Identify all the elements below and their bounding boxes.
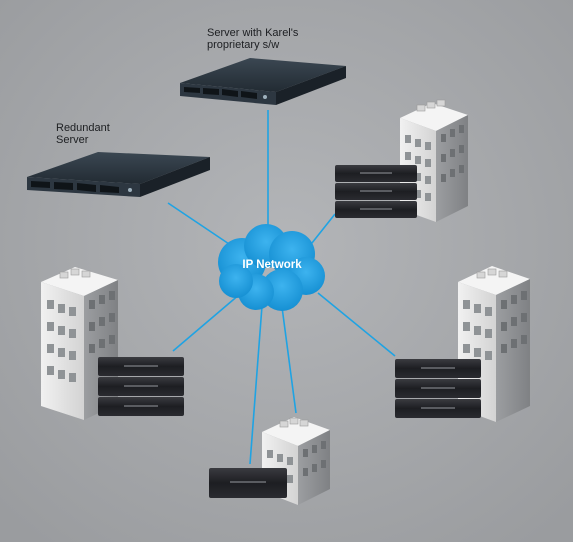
storage-stack-left: [98, 357, 184, 416]
main-server-label-line2: proprietary s/w: [207, 39, 280, 51]
link-site-bottom-left: [249, 305, 263, 465]
link-site-bottom-right: [281, 306, 297, 414]
ip-network-cloud: [218, 224, 325, 311]
redundant-server-label-line1: Redundant: [56, 122, 110, 134]
main-server-bays: [184, 87, 257, 99]
storage-stack-right: [395, 359, 481, 418]
main-server-top: [180, 58, 346, 92]
link-redundant-server: [167, 202, 239, 251]
redundant-server-label-line2: Server: [56, 134, 89, 146]
redundant-server-top: [27, 152, 210, 184]
link-site-top-right: [307, 213, 336, 249]
main-server-power-led: [263, 95, 267, 99]
ip-network-label: IP Network: [242, 259, 302, 271]
link-site-left: [172, 293, 241, 352]
site-top-right: [335, 99, 468, 222]
rooftop-units: [416, 99, 446, 112]
network-links: [167, 110, 396, 465]
storage-unit-bottom: [209, 468, 287, 498]
building-right: [458, 266, 530, 422]
redundant-server: [27, 152, 210, 197]
redundant-server-bays: [31, 181, 119, 193]
site-bottom: [209, 417, 330, 505]
main-server-side: [276, 66, 346, 105]
main-server-label-line1: Server with Karel's: [207, 27, 299, 39]
main-server: [180, 58, 346, 105]
site-left: [41, 267, 184, 420]
storage-stack-top-right: [335, 165, 417, 218]
link-site-right: [317, 292, 396, 357]
redundant-server-power-led: [128, 188, 132, 192]
redundant-server-side: [140, 157, 210, 197]
site-right: [395, 266, 530, 422]
